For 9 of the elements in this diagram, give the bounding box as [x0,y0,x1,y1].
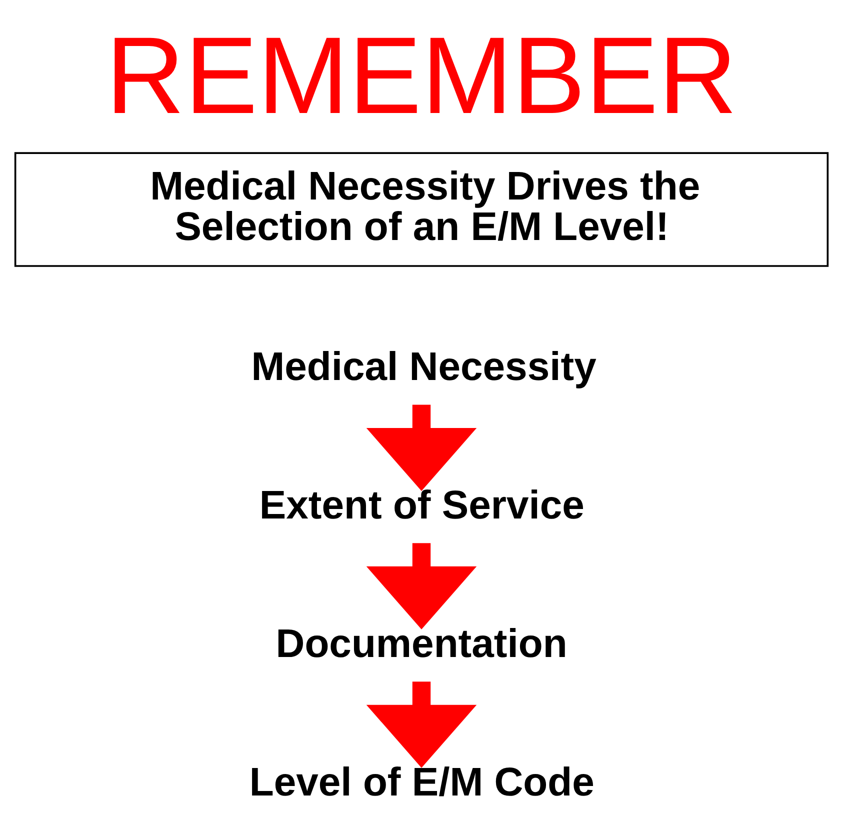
node-box: Medical Necessity Drives the Selection of an E/M Level! [14,152,829,267]
node-text: Documentation [276,622,568,666]
node-text: Medical Necessity [251,345,596,390]
node-text: Extent of Service [259,483,584,528]
node-text: Level of E/M Code [249,760,594,804]
diagram-title: REMEMBER [106,15,738,137]
arrow [366,682,477,768]
arrow [366,404,477,491]
arrow [366,543,477,630]
